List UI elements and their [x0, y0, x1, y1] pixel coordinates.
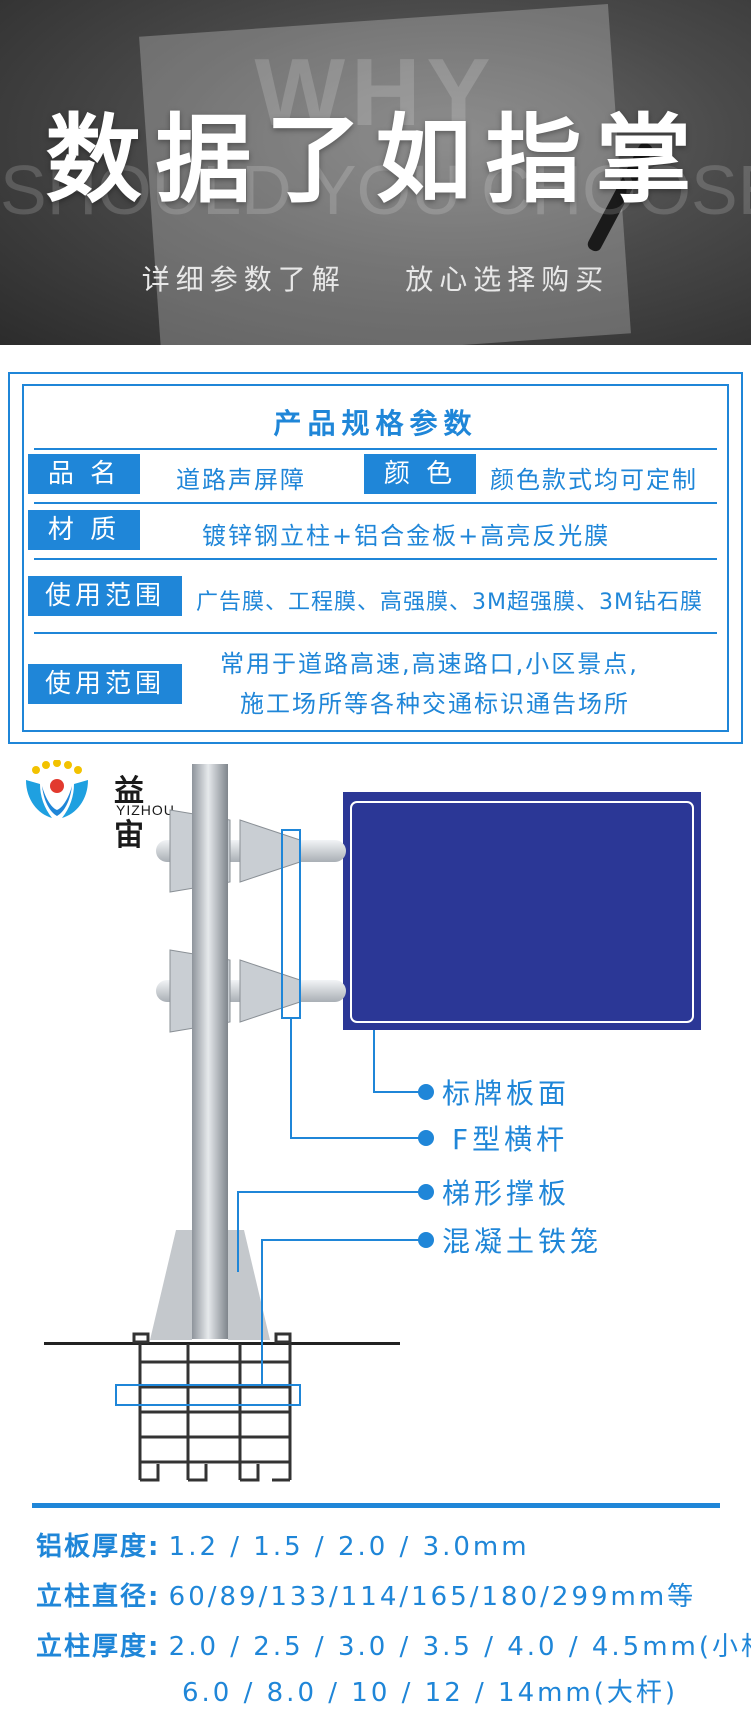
cage-highlight [115, 1384, 301, 1406]
hero-title: 数据了如指掌 [45, 104, 706, 216]
leader-cage [261, 1239, 420, 1385]
spec-divider [34, 448, 717, 450]
callout-cage: 混凝土铁笼 [442, 1225, 603, 1258]
spec-value-scope-film: 广告膜、工程膜、高强膜、3M超强膜、3M钻石膜 [196, 590, 703, 615]
callout-gusset: 梯形撑板 [442, 1177, 571, 1210]
spec-row-value: 60/89/133/114/165/180/299mm等 [168, 1582, 697, 1612]
sign-board-border [350, 801, 694, 1023]
spec-value-name: 道路声屏障 [176, 466, 306, 494]
callout-sign-face: 标牌板面 [442, 1077, 571, 1110]
spec-row-key: 立柱直径: [36, 1582, 161, 1612]
spec-row-pole-thickness: 立柱厚度: 2.0 / 2.5 / 3.0 / 3.5 / 4.0 / 4.5m… [36, 1626, 751, 1663]
spec-row-value: 6.0 / 8.0 / 10 / 12 / 14mm(大杆) [182, 1678, 679, 1708]
gusset-right [228, 1230, 270, 1340]
logo-name-en: YIZHOU [116, 802, 175, 818]
spec-label-color: 颜 色 [364, 454, 476, 494]
callout-dot [418, 1084, 434, 1100]
spec-row-value: 1.2 / 1.5 / 2.0 / 3.0mm [168, 1532, 530, 1562]
spec-label-name: 品 名 [28, 454, 140, 494]
pole-sign-drawing [44, 764, 701, 1482]
concrete-cage [132, 1332, 292, 1482]
spec-divider [34, 558, 717, 560]
structure-diagram: 益宙 YIZHOU [0, 752, 751, 1497]
spec-title: 产品规格参数 [273, 407, 478, 440]
spec-row-key: 铝板厚度: [36, 1532, 161, 1562]
sign-board-face [343, 792, 701, 1030]
leader-f-arm [290, 1018, 420, 1139]
leader-sign-face [373, 1030, 420, 1093]
hero-banner: WHY SHOULD YOU CHOOSE US 数据了如指掌 详细参数了解 放… [0, 0, 751, 345]
spec-value-color: 颜色款式均可定制 [490, 466, 698, 494]
spec-label-scope-use: 使用范围 [28, 664, 182, 704]
callout-dot [418, 1184, 434, 1200]
spec-row-pole-thickness-large: 6.0 / 8.0 / 10 / 12 / 14mm(大杆) [182, 1672, 678, 1709]
spec-table: 产品规格参数 品 名 道路声屏障 颜 色 颜色款式均可定制 材 质 镀锌钢立柱+… [8, 372, 743, 744]
section-divider-bar [32, 1503, 720, 1508]
hero-subtitle: 详细参数了解 放心选择购买 [141, 263, 610, 296]
clamp-lower-right [239, 959, 301, 1023]
logo-name-cn: 益宙 [114, 774, 146, 853]
spec-label-material: 材 质 [28, 510, 140, 550]
yizhou-logo-icon [26, 759, 88, 818]
spec-value-scope-use-line2: 施工场所等各种交通标识通告场所 [240, 690, 630, 718]
callout-dot [418, 1130, 434, 1146]
main-pole [192, 764, 228, 1339]
callout-f-arm: F型横杆 [452, 1123, 569, 1156]
brand-logo: 益宙 YIZHOU [22, 759, 175, 853]
spec-row-key: 立柱厚度: [36, 1632, 161, 1662]
gusset-left [150, 1230, 192, 1340]
hero-ghost-line2: SHOULD YOU CHOOSE US [0, 151, 751, 229]
spec-value-material: 镀锌钢立柱+铝合金板+高亮反光膜 [202, 522, 611, 550]
spec-divider [34, 632, 717, 634]
spec-table-inner: 产品规格参数 品 名 道路声屏障 颜 色 颜色款式均可定制 材 质 镀锌钢立柱+… [22, 384, 729, 732]
spec-label-scope-film: 使用范围 [28, 576, 182, 616]
spec-value-scope-use-line1: 常用于道路高速,高速路口,小区景点, [220, 650, 639, 678]
hero-ghost-line1: WHY [254, 39, 497, 146]
spec-divider [34, 502, 717, 504]
leader-gusset [237, 1191, 420, 1272]
ground-line [44, 1342, 400, 1345]
callout-dot [418, 1232, 434, 1248]
spec-row-pole-diameter: 立柱直径: 60/89/133/114/165/180/299mm等 [36, 1576, 696, 1613]
spec-row-plate-thickness: 铝板厚度: 1.2 / 1.5 / 2.0 / 3.0mm [36, 1526, 530, 1563]
spec-row-value: 2.0 / 2.5 / 3.0 / 3.5 / 4.0 / 4.5mm(小杆) [168, 1632, 751, 1662]
